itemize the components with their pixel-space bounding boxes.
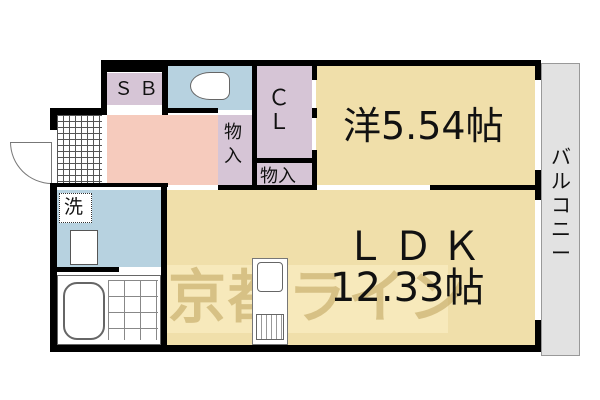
wall-room-divider [430,185,540,190]
bathtub-icon [63,282,105,340]
shoe-box [107,73,162,105]
ldk-label-line1: ＬＤＫ [345,224,489,270]
balcony [541,63,580,356]
washroom-label-box [59,193,92,223]
stove-icon [256,314,284,340]
entry-door[interactable] [10,142,52,184]
wall-cl-bottom [252,158,317,163]
wall-top-outer [101,60,541,66]
wall-right-outer [535,60,541,80]
wall-toilet-bottom [168,108,218,113]
wall-cl-right-low [312,150,317,190]
genkan-tiles [57,115,102,185]
wall-hall-bottom [57,183,168,187]
sink-icon [257,262,283,292]
western-room-label: 洋5.54帖 [343,104,504,148]
balcony-label: バルコニー [551,145,571,265]
washbasin-icon [70,230,98,265]
watermark-band [166,265,448,333]
western-room [316,65,535,185]
closet [257,65,312,158]
bathroom-tiles [108,280,158,340]
wall-bottom-outer [50,345,541,352]
closet-label-line2: Ｌ [268,110,291,135]
wall-cl-left [252,60,257,190]
storage-1 [218,115,252,185]
hallway [107,115,218,185]
toilet-icon [190,72,230,100]
shoe-box-label: ＳＢ [114,78,165,100]
wall-left-lower [50,183,57,352]
storage-1-label-line1: 物 [224,122,242,143]
wall-sb-inner-top [107,66,162,72]
wall-wash-bath [57,267,119,272]
wall-genkan-top [50,108,107,115]
wall-storage-bottom [218,185,317,190]
storage-2-label: 物入 [260,166,296,187]
wall-sb-left [101,60,107,115]
wall-cl-right [312,60,317,80]
storage-1-label-line2: 入 [224,146,242,167]
closet-label-line1: Ｃ [268,86,291,111]
wall-wash-right [161,183,167,352]
wall-cl-right-mid [312,108,317,118]
wall-sb-right [162,60,168,115]
watermark: 京都ライン [168,263,469,331]
wall-left-outer [50,108,57,130]
ldk-label-line2: 12.33帖 [330,265,485,311]
washroom-label: 洗 [64,196,84,218]
balcony-label-text: バルコニー [551,145,571,265]
wall-right-bottom [535,320,541,352]
